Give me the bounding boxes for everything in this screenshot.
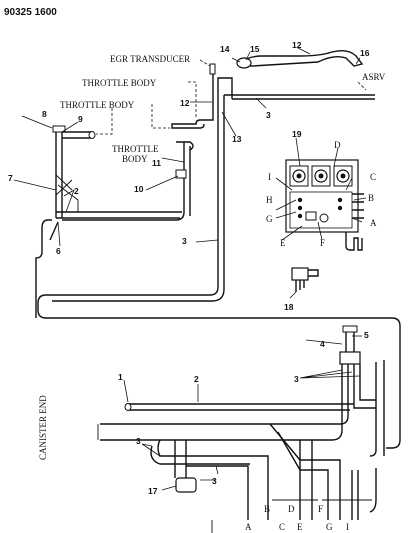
callout-3-lower-left: 3 xyxy=(136,436,141,446)
callout-5: 5 xyxy=(364,330,369,340)
vacuum-connector-block xyxy=(285,159,364,251)
connector-letter-h: H xyxy=(266,195,273,205)
callout-2-lower: 2 xyxy=(194,374,199,384)
callout-8: 8 xyxy=(42,109,47,119)
connector-letter-a: A xyxy=(370,218,377,228)
valve-10 xyxy=(175,169,187,179)
label-egr-transducer: EGR TRANSDUCER xyxy=(110,54,190,64)
connector-letter-b: B xyxy=(368,193,374,203)
callout-9: 9 xyxy=(78,114,83,124)
label-asrv: ASRV xyxy=(362,72,386,82)
label-leaders xyxy=(96,59,367,135)
callout-14: 14 xyxy=(220,44,230,54)
valve-15 xyxy=(236,57,252,69)
callout-10: 10 xyxy=(134,184,144,194)
callout-17: 17 xyxy=(148,486,158,496)
bottom-letter-a: A xyxy=(245,522,252,532)
callout-12-left: 12 xyxy=(180,98,190,108)
bottom-letter-c: C xyxy=(279,522,285,532)
label-throttle-body-2: THROTTLE BODY xyxy=(60,100,135,110)
bottom-letter-b: B xyxy=(264,504,270,514)
connector-letter-d: D xyxy=(334,140,341,150)
diagram-code: 90325 1600 xyxy=(4,7,57,18)
bottom-letter-g: G xyxy=(326,522,333,532)
bottom-letter-d: D xyxy=(288,504,295,514)
callout-3-lower-right: 3 xyxy=(294,374,299,384)
callout-2-upper: 2 xyxy=(74,186,79,196)
label-throttle-body-3a: THROTTLE xyxy=(112,144,159,154)
bottom-letter-f: F xyxy=(318,504,323,514)
part-17 xyxy=(175,477,197,493)
bottom-letter-e: E xyxy=(297,522,303,532)
callout-16: 16 xyxy=(360,48,370,58)
callout-19: 19 xyxy=(292,129,302,139)
callout-3-mid: 3 xyxy=(182,236,187,246)
callout-leaders xyxy=(13,47,367,491)
lower-hoses xyxy=(97,325,385,533)
callout-6: 6 xyxy=(56,246,61,256)
connector-letter-g: G xyxy=(266,214,273,224)
connector-letter-i: I xyxy=(268,172,271,182)
connector-letter-e: E xyxy=(280,238,286,248)
part-18-connector xyxy=(289,267,319,299)
callout-3-bottom: 3 xyxy=(212,476,217,486)
callout-7: 7 xyxy=(8,173,13,183)
callout-12-right: 12 xyxy=(292,40,302,50)
connector-letter-f: F xyxy=(320,238,325,248)
callout-18: 18 xyxy=(284,302,294,312)
label-canister-end: CANISTER END xyxy=(38,395,48,460)
callout-11: 11 xyxy=(152,158,161,168)
connector-letter-c: C xyxy=(370,172,376,182)
upper-hoses xyxy=(35,49,401,449)
bottom-letter-i: I xyxy=(346,522,349,532)
callout-15: 15 xyxy=(250,44,260,54)
callout-13: 13 xyxy=(232,134,242,144)
callout-1: 1 xyxy=(118,372,123,382)
callout-4: 4 xyxy=(320,339,325,349)
label-throttle-body-1: THROTTLE BODY xyxy=(82,78,157,88)
callout-3-top: 3 xyxy=(266,110,271,120)
label-throttle-body-3b: BODY xyxy=(122,154,148,164)
